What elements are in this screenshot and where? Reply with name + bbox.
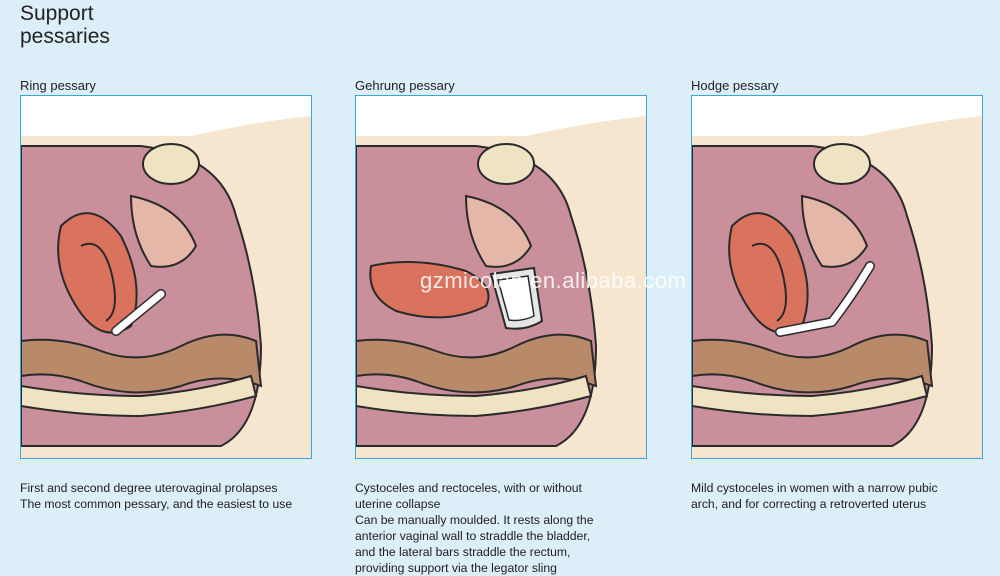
- panel-gehrung-pessary: Gehrung pessary Cystoceles and rectocele…: [355, 78, 647, 576]
- gehrung-pessary-illustration: [355, 95, 647, 459]
- caption-line: and the lateral bars straddle the rectum…: [355, 545, 571, 559]
- caption-line: The most common pessary, and the easiest…: [20, 497, 293, 511]
- caption-line: anterior vaginal wall to straddle the bl…: [355, 529, 591, 543]
- panel-hodge-pessary: Hodge pessary Mild cystoceles in women w…: [691, 78, 983, 512]
- caption-line: Cystoceles and rectoceles, with or witho…: [355, 481, 582, 495]
- pelvis-diagram: [21, 96, 311, 458]
- pelvis-diagram: [356, 96, 646, 458]
- caption-line: First and second degree uterovaginal pro…: [20, 481, 278, 495]
- panel-title: Hodge pessary: [691, 78, 779, 93]
- hodge-pessary-illustration: [691, 95, 983, 459]
- panel-title: Gehrung pessary: [355, 78, 455, 93]
- caption-line: Can be manually moulded. It rests along …: [355, 513, 594, 527]
- page-title-line-2: pessaries: [20, 25, 110, 48]
- panel-caption: Cystoceles and rectoceles, with or witho…: [355, 480, 647, 576]
- panel-caption: Mild cystoceles in women with a narrow p…: [691, 480, 983, 512]
- pelvis-diagram: [692, 96, 982, 458]
- caption-line: providing support via the legator sling: [355, 561, 557, 575]
- panel-caption: First and second degree uterovaginal pro…: [20, 480, 312, 512]
- page-title-line-1: Support: [20, 2, 94, 25]
- caption-line: Mild cystoceles in women with a narrow p…: [691, 481, 938, 495]
- caption-line: arch, and for correcting a retroverted u…: [691, 497, 927, 511]
- panel-ring-pessary: Ring pessary First and second degree ute…: [20, 78, 312, 512]
- caption-line: uterine collapse: [355, 497, 441, 511]
- panel-title: Ring pessary: [20, 78, 96, 93]
- ring-pessary-illustration: [20, 95, 312, 459]
- page-title: Support pessaries: [20, 2, 110, 48]
